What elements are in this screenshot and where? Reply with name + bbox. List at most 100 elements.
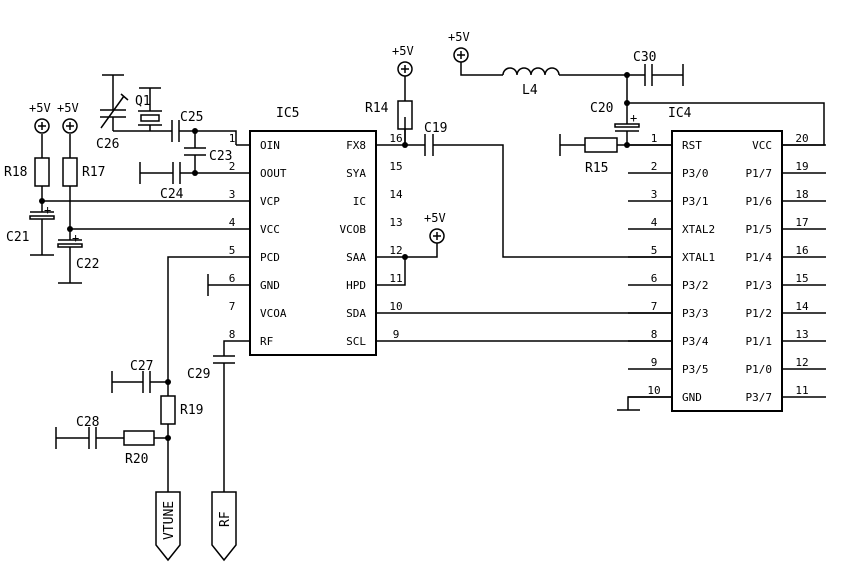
rf-port-label: RF [218, 511, 233, 527]
ic5-pin-number: 6 [229, 272, 236, 285]
r18-label: R18 [4, 165, 27, 180]
c22-label: C22 [76, 257, 99, 272]
r17-label: R17 [82, 165, 105, 180]
supply-terminals: +5V +5V +5V +5V +5V [29, 30, 470, 244]
vtune-port-label: VTUNE [162, 501, 177, 540]
ic4-pin-number: 10 [647, 384, 660, 397]
oscillator-section [100, 74, 206, 184]
ic4-pin-name: XTAL1 [682, 251, 715, 264]
ic4-pin-name: P3/5 [682, 363, 709, 376]
ic4-pin-name: XTAL2 [682, 223, 715, 236]
c25-label: C25 [180, 110, 203, 125]
ic4-pin-number: 14 [795, 300, 809, 313]
supply-label: +5V [29, 101, 51, 115]
ic5-pin-number: 13 [389, 216, 402, 229]
r14-section [397, 76, 434, 260]
l4-label: L4 [522, 83, 538, 98]
ic5-pin-name: FX8 [346, 139, 366, 152]
ic4-pin-name: P1/5 [746, 223, 773, 236]
ic5-pin-name: VCP [260, 195, 280, 208]
c30-label: C30 [633, 50, 656, 65]
c27-label: C27 [130, 359, 153, 374]
ic4-pin-stubs [628, 144, 826, 398]
q1-label: Q1 [135, 94, 151, 109]
supply-label: +5V [392, 44, 414, 58]
ic4-pin-name: P1/6 [746, 195, 773, 208]
ic4-pin-name: P3/2 [682, 279, 709, 292]
rf-port [211, 491, 237, 562]
ic4-pin-number: 19 [795, 160, 808, 173]
ic4-pin-number: 7 [651, 300, 658, 313]
ic5-pin-number: 11 [389, 272, 402, 285]
ic5-pin-name: VCC [260, 223, 280, 236]
ic4-pin-name: P1/4 [746, 251, 773, 264]
r19-label: R19 [180, 403, 203, 418]
ic4-pin-name: RST [682, 139, 702, 152]
ic5-pin-name: HPD [346, 279, 366, 292]
supply-filter-section [29, 134, 83, 284]
ic5-body [249, 130, 377, 356]
ic4-pin-name: P3/0 [682, 167, 709, 180]
supply-terminal-r17: +5V [57, 101, 79, 134]
ic4-pin-name: P3/7 [746, 391, 773, 404]
ic5-pin-name: SAA [346, 251, 366, 264]
ic4-pin-number: 18 [795, 188, 808, 201]
ic4-pin-name: P3/3 [682, 307, 709, 320]
r14-label: R14 [365, 101, 389, 116]
supply-terminal-ic5-saa: +5V [424, 211, 446, 244]
c21-polarity-mark: + [44, 203, 51, 217]
ic5-pin-number: 16 [389, 132, 402, 145]
ic5-pin-number: 10 [389, 300, 402, 313]
c22-polarity-mark: + [72, 231, 79, 245]
ic4-pin-number: 6 [651, 272, 658, 285]
ic5-pin-name: SYA [346, 167, 366, 180]
ic4-chip: IC4 1RST2P3/03P3/14XTAL25XTAL16P3/27P3/3… [647, 106, 809, 412]
ic4-pin-number: 3 [651, 188, 658, 201]
ic5-pin-number: 3 [229, 188, 236, 201]
ic4-ref: IC4 [668, 106, 692, 121]
ic4-pin-name: P3/1 [682, 195, 709, 208]
ic5-pin-number: 15 [389, 160, 402, 173]
ic5-pin-number: 1 [229, 132, 236, 145]
ic4-pin-number: 12 [795, 356, 808, 369]
ic4-pin-number: 2 [651, 160, 658, 173]
ic4-pin-number: 11 [795, 384, 808, 397]
supply-label: +5V [448, 30, 470, 44]
supply-terminal-r14: +5V [392, 44, 414, 77]
ic5-pin-number: 4 [229, 216, 236, 229]
ic5-ref: IC5 [276, 106, 299, 121]
ic4-pin-number: 1 [651, 132, 658, 145]
c19-label: C19 [424, 121, 447, 136]
ic4-pin-number: 15 [795, 272, 808, 285]
vtune-port [155, 491, 181, 562]
ic4-pin-name: GND [682, 391, 702, 404]
ic5-chip: IC5 1OIN2OOUT3VCP4VCC5PCD6GND7VCOA8RF16F… [229, 106, 403, 356]
c26-label: C26 [96, 137, 119, 152]
ic4-pin-name: P1/2 [746, 307, 773, 320]
ic4-pin-name: P1/0 [746, 363, 773, 376]
ic4-pin-number: 5 [651, 244, 658, 257]
c29-label: C29 [187, 367, 210, 382]
ic5-pin-name: OOUT [260, 167, 287, 180]
l4-section [460, 62, 684, 153]
r15-label: R15 [585, 161, 608, 176]
ic5-pin-number: 7 [229, 300, 236, 313]
ic5-pin-number: 2 [229, 160, 236, 173]
ic4-pin-name: P1/1 [746, 335, 773, 348]
ic5-pin-name: OIN [260, 139, 280, 152]
ic4-pin-name: P1/7 [746, 167, 773, 180]
vtune-section [55, 371, 181, 562]
ic5-pin-number: 12 [389, 244, 402, 257]
ic4-pin-number: 17 [795, 216, 808, 229]
c21-label: C21 [6, 230, 29, 245]
c20-polarity-mark: + [630, 111, 637, 125]
supply-terminal-l4: +5V [448, 30, 470, 63]
ic5-pin-name: VCOA [260, 307, 287, 320]
ic5-pin-name: RF [260, 335, 273, 348]
ic5-pin-number: 8 [229, 328, 236, 341]
c24-label: C24 [160, 187, 184, 202]
ic5-pin-name: VCOB [340, 223, 367, 236]
supply-label: +5V [424, 211, 446, 225]
ic5-pin-name: SCL [346, 335, 366, 348]
